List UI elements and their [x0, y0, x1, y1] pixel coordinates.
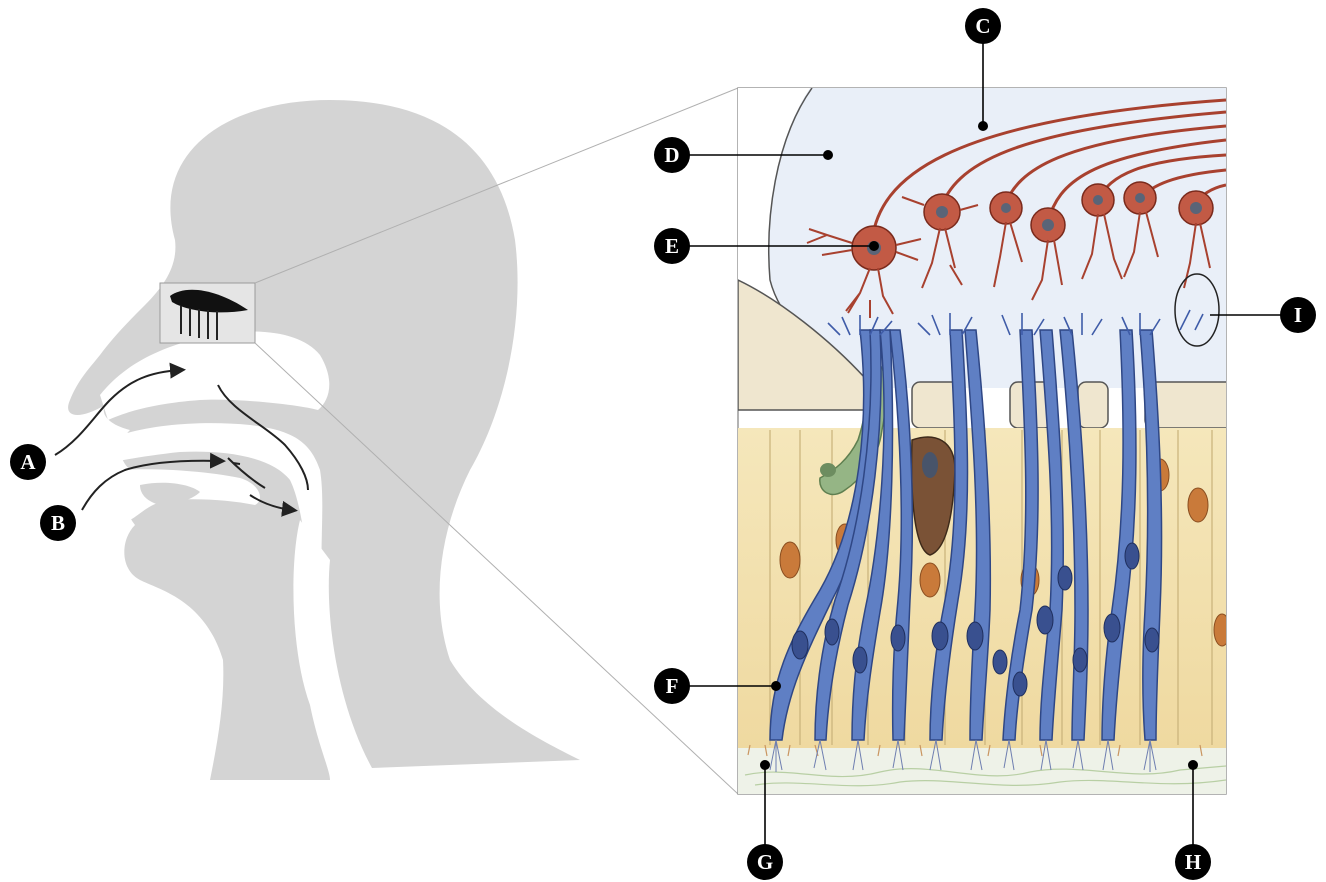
- label-g-text: G: [757, 850, 773, 874]
- label-a-text: A: [20, 450, 36, 474]
- epithelium-panel: [738, 88, 1235, 794]
- label-badge-h: H: [1175, 844, 1211, 880]
- label-f-text: F: [666, 674, 679, 698]
- label-c-text: C: [975, 14, 990, 38]
- label-badge-i: I: [1280, 297, 1316, 333]
- label-badge-c: C: [965, 8, 1001, 44]
- label-badge-a: A: [10, 444, 46, 480]
- label-h-text: H: [1185, 850, 1201, 874]
- label-badge-b: B: [40, 505, 76, 541]
- label-d-text: D: [664, 143, 679, 167]
- label-e-text: E: [665, 234, 679, 258]
- label-i-text: I: [1294, 303, 1302, 327]
- label-badge-e: E: [654, 228, 690, 264]
- olfactory-region-box: [160, 283, 255, 343]
- label-badge-f: F: [654, 668, 690, 704]
- label-badge-g: G: [747, 844, 783, 880]
- label-b-text: B: [51, 511, 65, 535]
- label-badge-d: D: [654, 137, 690, 173]
